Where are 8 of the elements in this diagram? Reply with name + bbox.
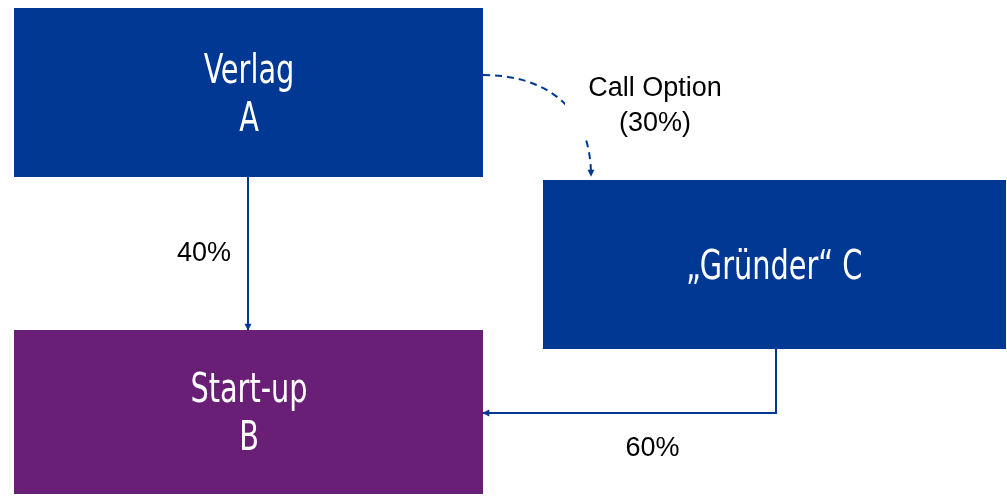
entity-box bbox=[14, 330, 483, 494]
arrow bbox=[244, 176, 252, 331]
entity-box bbox=[14, 8, 483, 177]
entity-name: Verlag A bbox=[202, 44, 295, 141]
entity-name: Start-up B bbox=[188, 364, 309, 460]
entity-box bbox=[543, 180, 1006, 349]
entity-name: „Gründer“ C bbox=[686, 240, 863, 289]
arrow bbox=[482, 348, 777, 417]
